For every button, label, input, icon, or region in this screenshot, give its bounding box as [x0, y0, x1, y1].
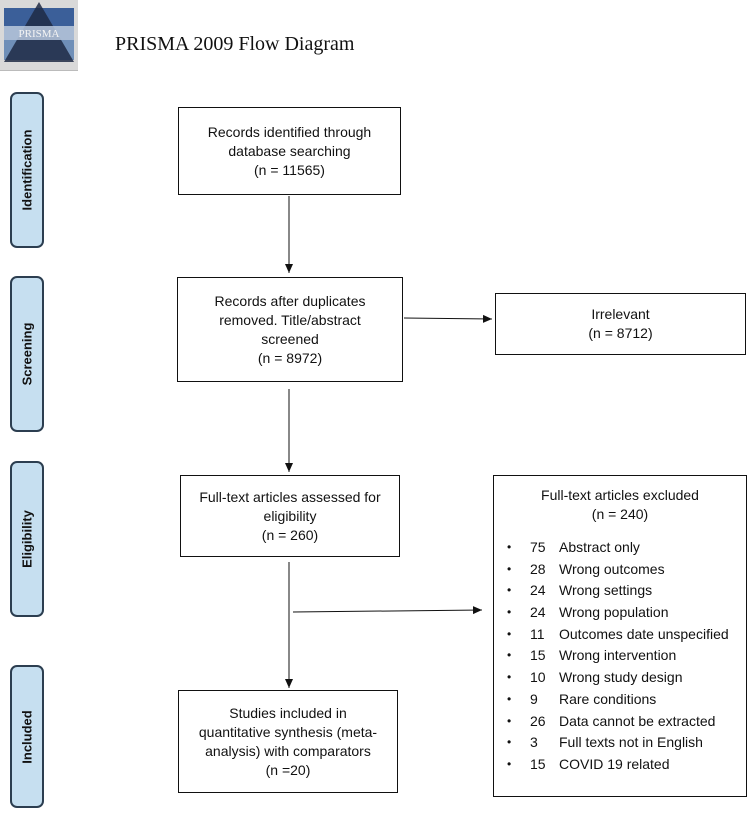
reason-label: Data cannot be extracted: [559, 712, 716, 729]
box-line: (n = 11565): [254, 161, 325, 178]
reason-count: 3: [530, 734, 538, 751]
reason-count: 15: [530, 647, 546, 664]
box-line: Irrelevant: [591, 306, 650, 322]
list-item: • 3 Full texts not in English: [494, 732, 746, 754]
list-item: • 9 Rare conditions: [494, 689, 746, 711]
reason-count: 28: [530, 560, 546, 577]
box-line: Studies included in: [229, 704, 347, 721]
box-line: Records identified through: [207, 123, 372, 140]
reason-label: COVID 19 related: [559, 755, 670, 772]
bullet-icon: •: [507, 756, 512, 771]
box-line: Full-text articles assessed for: [199, 488, 381, 505]
list-item: • 28 Wrong outcomes: [494, 559, 746, 581]
list-item: • 11 Outcomes date unspecified: [494, 624, 746, 646]
reason-label: Wrong intervention: [559, 647, 677, 664]
box-line: (n = 8712): [588, 325, 653, 341]
box-irrelevant: Irrelevant (n = 8712): [495, 293, 746, 355]
box-line: (n = 8972): [257, 349, 323, 366]
box-line: screened: [261, 330, 319, 347]
excluded-count: (n = 240): [591, 506, 649, 522]
reason-count: 9: [530, 690, 538, 707]
box-fulltext-excluded: Full-text articles excluded (n = 240) • 7…: [493, 475, 747, 797]
box-line: analysis) with comparators: [205, 742, 371, 759]
bullet-icon: •: [507, 670, 512, 685]
reason-count: 15: [530, 755, 546, 772]
bullet-icon: •: [507, 626, 512, 641]
list-item: • 75 Abstract only: [494, 537, 746, 559]
arrow-screened-to-irrelevant: [403, 314, 493, 323]
bullet-icon: •: [507, 605, 512, 620]
reason-count: 26: [530, 712, 546, 729]
reason-label: Wrong settings: [559, 582, 653, 599]
stage-eligibility: Eligibility: [10, 461, 44, 617]
arrow-fulltext-to-excluded: [292, 606, 483, 615]
reason-label: Rare conditions: [559, 690, 657, 707]
reason-label: Wrong outcomes: [559, 560, 665, 577]
reason-label: Abstract only: [559, 539, 640, 555]
bullet-icon: •: [507, 540, 512, 554]
box-line: (n =20): [265, 761, 311, 778]
reason-label: Full texts not in English: [559, 734, 703, 751]
box-records-screened: Records after duplicates removed. Title/…: [177, 277, 403, 382]
reason-count: 75: [530, 539, 546, 555]
reason-label: Outcomes date unspecified: [559, 625, 729, 642]
box-fulltext-assessed: Full-text articles assessed for eligibil…: [180, 475, 400, 557]
bullet-icon: •: [507, 735, 512, 750]
excluded-title: Full-text articles excluded: [541, 487, 699, 503]
list-item: • 15 Wrong intervention: [494, 645, 746, 667]
box-records-identified: Records identified through database sear…: [178, 107, 401, 195]
list-item: • 15 COVID 19 related: [494, 754, 746, 776]
list-item: • 26 Data cannot be extracted: [494, 711, 746, 733]
reason-label: Wrong population: [559, 604, 669, 621]
bullet-icon: •: [507, 561, 512, 576]
stage-identification: Identification: [10, 92, 44, 248]
box-line: Records after duplicates: [214, 292, 366, 309]
reason-count: 11: [530, 625, 545, 642]
box-line: database searching: [228, 142, 351, 159]
bullet-icon: •: [507, 583, 512, 598]
page-title: PRISMA 2009 Flow Diagram: [115, 33, 355, 55]
box-line: eligibility: [263, 507, 317, 524]
reason-count: 10: [530, 669, 546, 686]
box-line: (n = 260): [261, 526, 319, 543]
list-item: • 10 Wrong study design: [494, 667, 746, 689]
bullet-icon: •: [507, 648, 512, 663]
logo-text: PRISMA: [19, 28, 60, 40]
bullet-icon: •: [507, 713, 512, 728]
reason-label: Wrong study design: [559, 669, 683, 686]
prisma-logo: PRISMA: [0, 0, 78, 71]
list-item: • 24 Wrong settings: [494, 580, 746, 602]
reason-count: 24: [530, 604, 546, 621]
box-studies-included: Studies included in quantitative synthes…: [178, 690, 398, 793]
bullet-icon: •: [507, 691, 512, 706]
stage-included: Included: [10, 665, 44, 808]
box-line: removed. Title/abstract: [219, 311, 361, 328]
box-line: quantitative synthesis (meta-: [198, 723, 378, 740]
reason-count: 24: [530, 582, 546, 599]
list-item: • 24 Wrong population: [494, 602, 746, 624]
stage-screening: Screening: [10, 276, 44, 432]
